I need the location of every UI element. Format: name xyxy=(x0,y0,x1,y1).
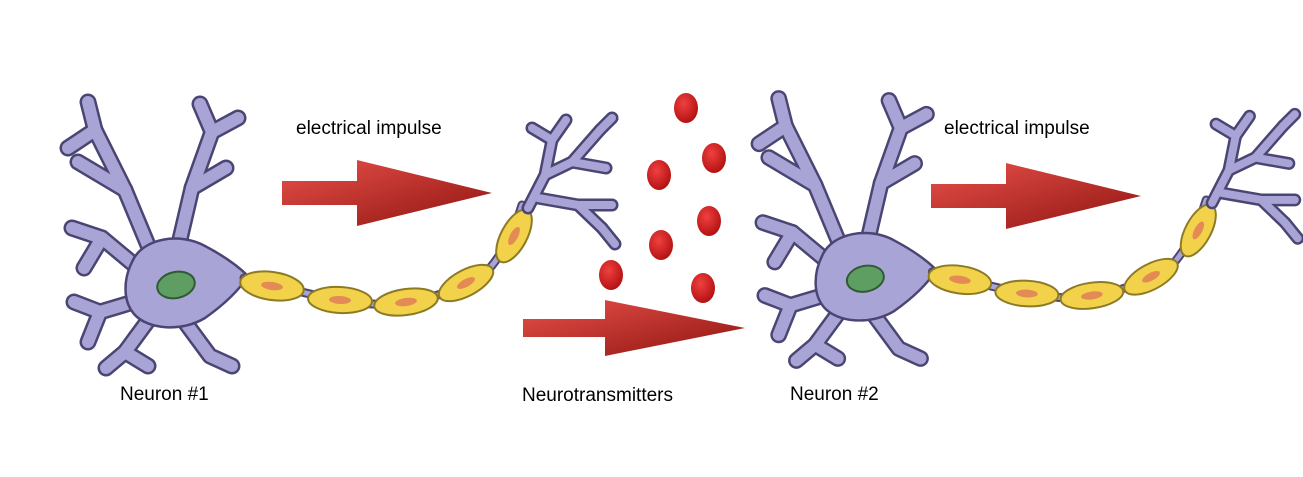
neurotransmitter-arrow-icon xyxy=(523,300,745,356)
neurotransmitter-dot-icon xyxy=(697,206,721,236)
neurotransmitter-dot-icon xyxy=(674,93,698,123)
neurotransmitter-dots xyxy=(599,93,726,303)
neurotransmitter-dot-icon xyxy=(599,260,623,290)
electrical-impulse-label-2: electrical impulse xyxy=(944,118,1090,139)
neuron-2-label: Neuron #2 xyxy=(790,384,879,405)
neurotransmitter-dot-icon xyxy=(647,160,671,190)
neurotransmitter-dot-icon xyxy=(649,230,673,260)
impulse-arrow-2-icon xyxy=(931,163,1141,229)
neuron-1-label: Neuron #1 xyxy=(120,384,209,405)
neurotransmitters-label: Neurotransmitters xyxy=(522,385,673,406)
neurotransmitter-dot-icon xyxy=(702,143,726,173)
impulse-arrow-1-icon xyxy=(282,160,492,226)
electrical-impulse-label-1: electrical impulse xyxy=(296,118,442,139)
neurotransmitter-dot-icon xyxy=(691,273,715,303)
